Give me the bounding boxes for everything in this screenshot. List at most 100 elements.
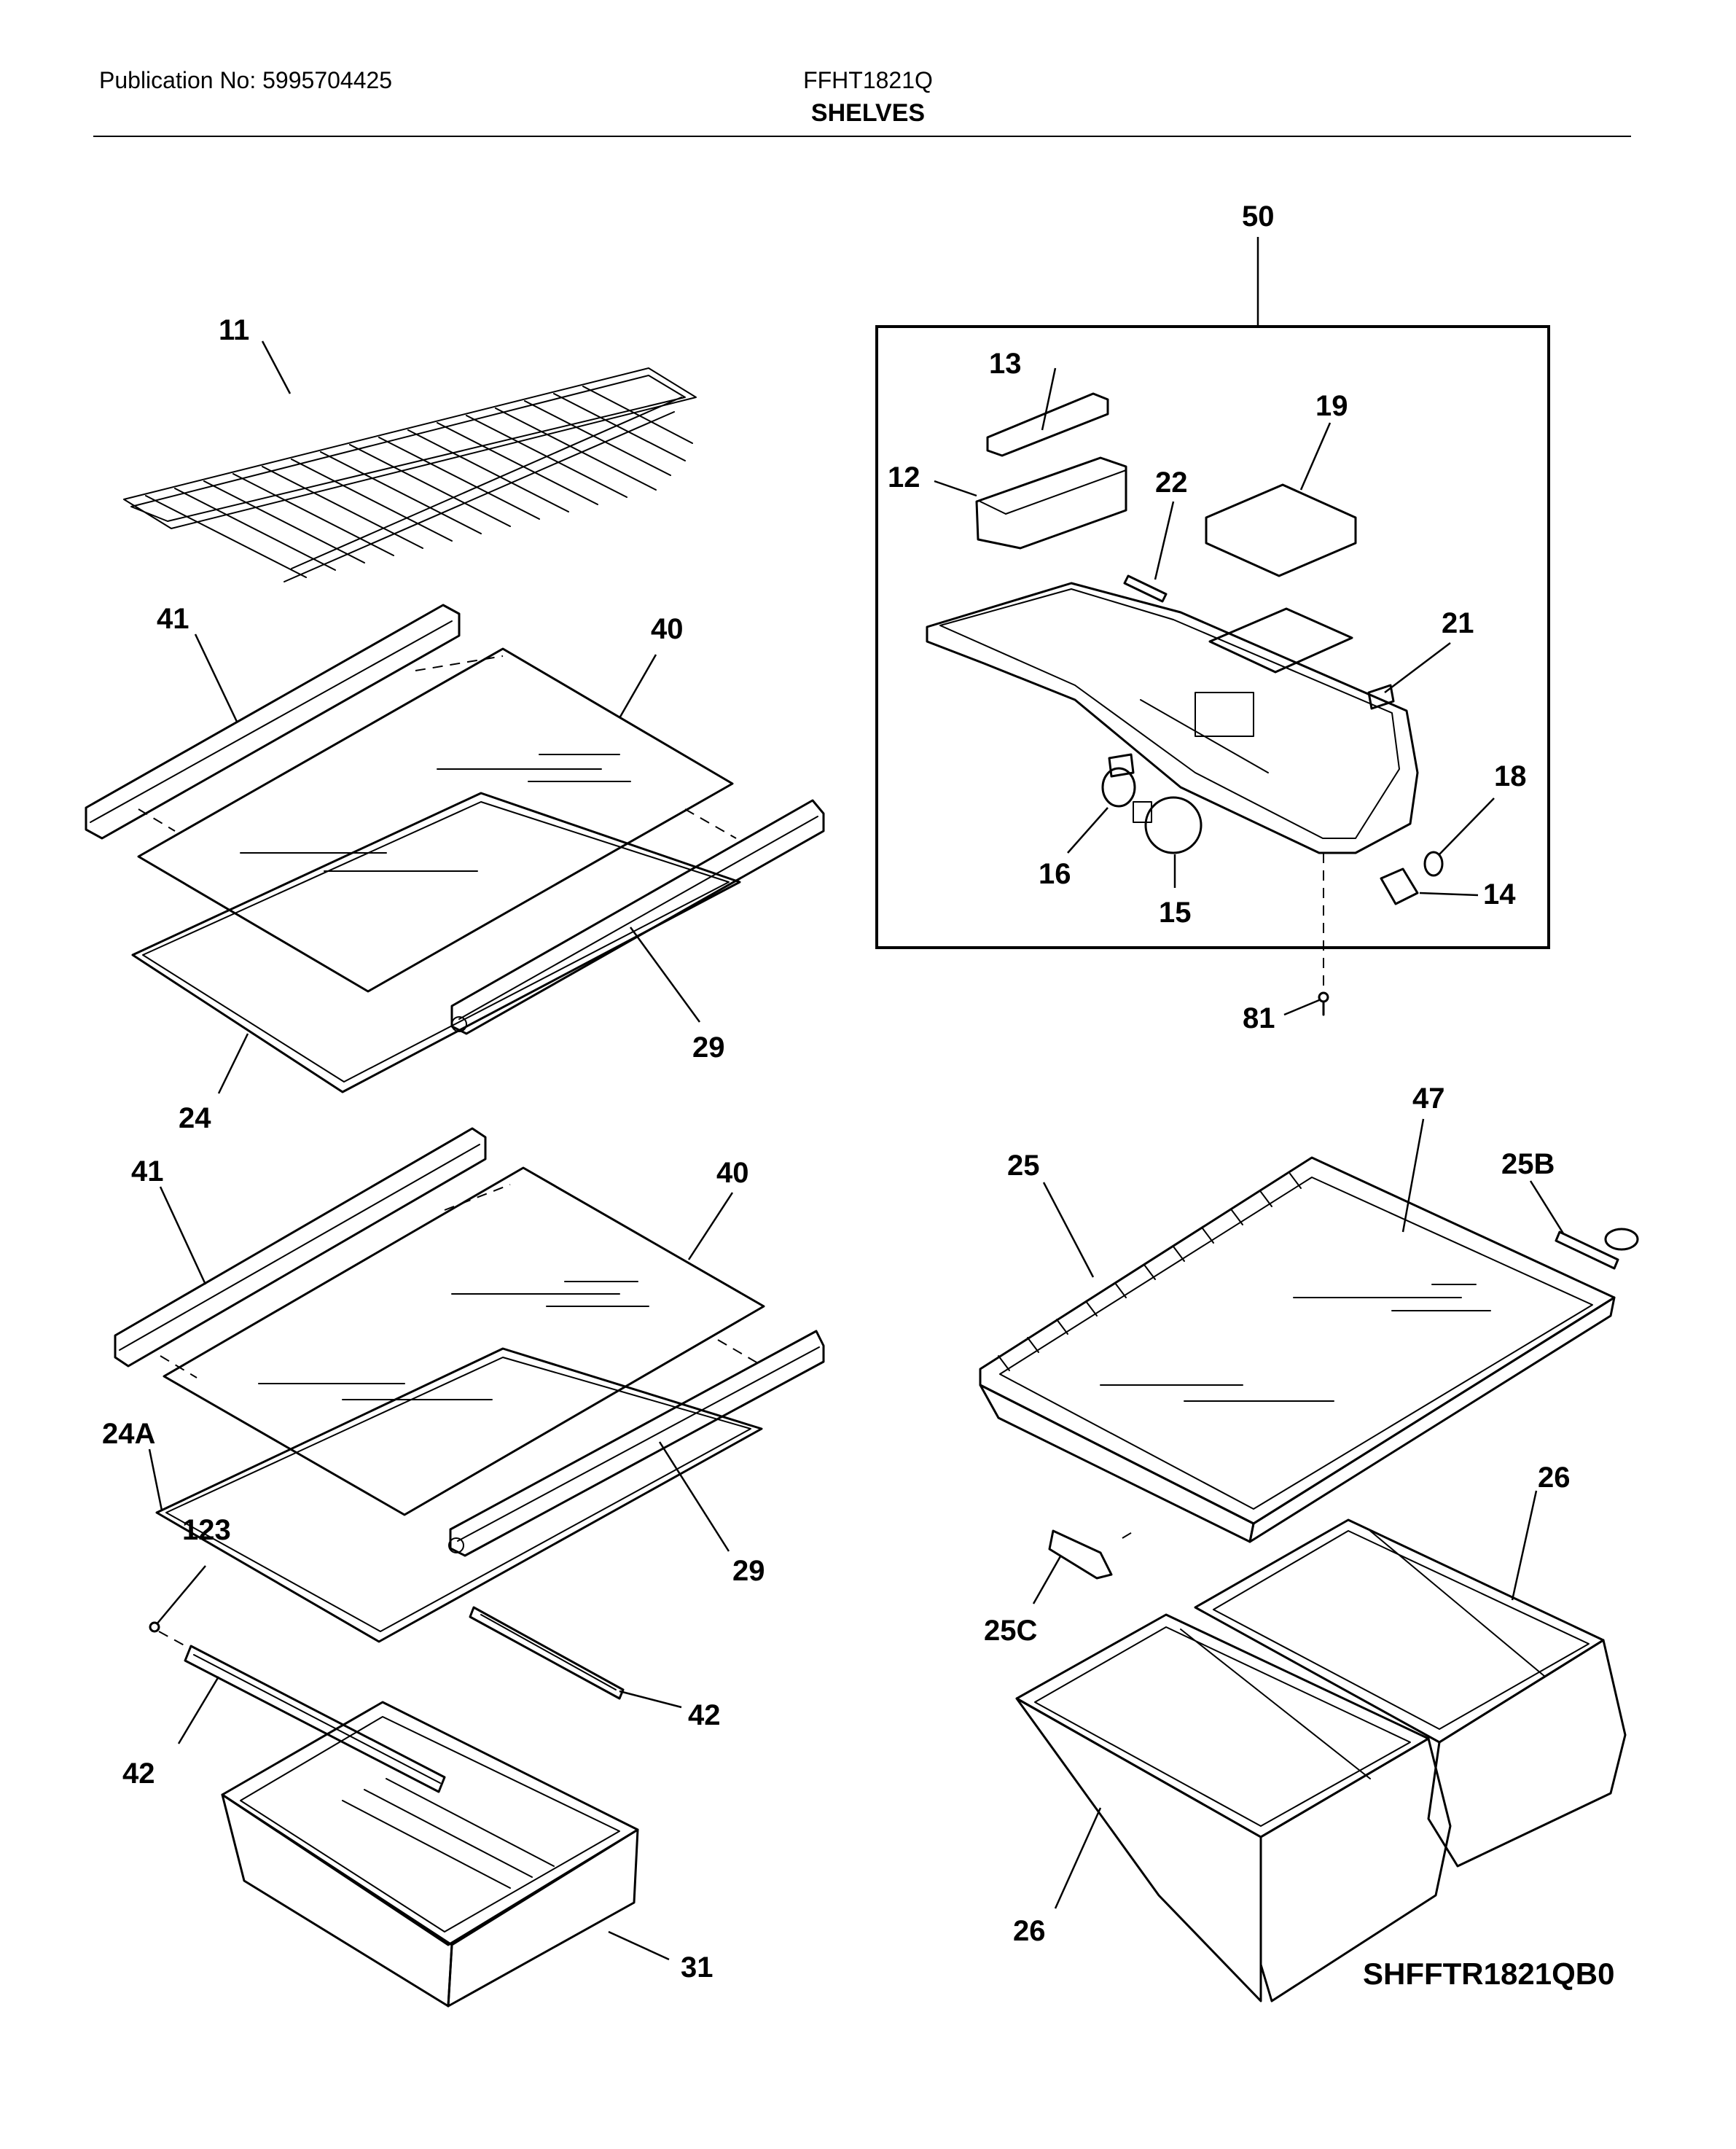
callout-18: 18 xyxy=(1494,760,1527,792)
leader-24 xyxy=(217,1033,249,1094)
rail-part-41-upper xyxy=(85,604,461,840)
shelf-frame-part-24A xyxy=(155,1347,763,1643)
leader-41b xyxy=(159,1186,207,1285)
leader-16 xyxy=(1067,807,1109,854)
shelf-frame-part-24 xyxy=(131,792,741,1093)
socket-part-16 xyxy=(1101,753,1136,808)
callout-29-upper: 29 xyxy=(692,1031,725,1064)
screw-part-123 xyxy=(149,1621,160,1633)
glass-panel-part-40-lower xyxy=(163,1166,765,1516)
leader-26-left xyxy=(1054,1807,1102,1909)
leader-31 xyxy=(608,1930,670,1961)
leader-19 xyxy=(1299,422,1332,491)
leader-42a xyxy=(619,1690,682,1709)
rail-part-29-lower xyxy=(448,1330,825,1557)
callout-26-left: 26 xyxy=(1013,1915,1046,1947)
callout-24: 24 xyxy=(179,1102,211,1134)
assembly-box-part-50 xyxy=(875,325,1550,949)
callout-25C: 25C xyxy=(984,1615,1037,1647)
callout-22: 22 xyxy=(1155,467,1188,499)
wire-shelf-part-11 xyxy=(123,367,697,582)
glass-panel-part-40-upper xyxy=(137,647,734,993)
callout-11: 11 xyxy=(219,314,249,346)
dash-upper-a xyxy=(415,655,504,671)
section-title: SHELVES xyxy=(810,99,926,127)
callout-41-lower: 41 xyxy=(131,1155,164,1187)
publication-number: Publication No: 5995704425 xyxy=(99,67,393,93)
knob-part-18 xyxy=(1423,851,1444,877)
leader-25B xyxy=(1529,1180,1565,1234)
leader-40a xyxy=(618,654,657,719)
leader-26-right xyxy=(1511,1490,1538,1601)
callout-29-lower: 29 xyxy=(732,1555,765,1587)
callout-25B: 25B xyxy=(1501,1148,1555,1180)
leader-13 xyxy=(1041,367,1057,431)
damper-part-25B xyxy=(1555,1228,1639,1270)
callout-24A: 24A xyxy=(102,1418,155,1450)
model-number: FFHT1821Q xyxy=(803,67,933,93)
leader-21 xyxy=(1384,642,1451,693)
screw-part-81 xyxy=(1318,991,1329,1016)
callout-81: 81 xyxy=(1243,1002,1275,1034)
switch-part-14 xyxy=(1380,867,1419,905)
slide-rail-part-42-left xyxy=(184,1645,446,1793)
leader-14 xyxy=(1419,892,1479,897)
leader-42b xyxy=(177,1676,220,1744)
housing-cover-part-12 xyxy=(975,456,1127,550)
leader-123 xyxy=(156,1565,206,1625)
callout-26-right: 26 xyxy=(1538,1462,1571,1494)
callout-21: 21 xyxy=(1442,607,1474,639)
leader-11 xyxy=(261,340,292,394)
callout-14: 14 xyxy=(1483,878,1516,910)
light-bulb-part-15 xyxy=(1133,796,1203,854)
callout-12: 12 xyxy=(888,461,920,494)
crisper-glass-part-47 xyxy=(999,1177,1593,1510)
pan-part-31 xyxy=(221,1701,639,2008)
drawing-code: SHFFTR1821QB0 xyxy=(1363,1957,1614,1991)
rail-part-41-lower xyxy=(114,1127,487,1368)
dash-25C xyxy=(1122,1529,1138,1539)
bracket-part-21 xyxy=(1367,684,1395,710)
callout-19: 19 xyxy=(1315,390,1348,422)
callout-40-lower: 40 xyxy=(716,1157,749,1189)
dash-upper-c xyxy=(684,808,737,839)
damper-slide-part-25C xyxy=(1048,1529,1113,1580)
control-board-part-19 xyxy=(1205,483,1357,577)
leader-47 xyxy=(1401,1118,1425,1233)
dash-lower-c xyxy=(717,1339,759,1364)
callout-13: 13 xyxy=(989,348,1022,380)
callout-15: 15 xyxy=(1159,897,1192,929)
leader-24A xyxy=(148,1448,163,1511)
leader-18 xyxy=(1439,797,1495,855)
control-board-lower xyxy=(1208,607,1353,674)
callout-16: 16 xyxy=(1039,858,1071,890)
dash-lower-d xyxy=(158,1631,192,1650)
callout-31: 31 xyxy=(681,1951,713,1984)
callout-41-upper: 41 xyxy=(157,603,189,635)
leader-25C xyxy=(1032,1556,1062,1604)
leader-41a xyxy=(194,633,238,722)
housing-body xyxy=(926,582,1419,854)
leader-29a xyxy=(629,927,701,1023)
crisper-cover-frame-part-25 xyxy=(979,1156,1616,1543)
leader-29b xyxy=(658,1441,730,1552)
leader-25 xyxy=(1042,1182,1095,1278)
callout-50: 50 xyxy=(1242,200,1275,233)
wire-part-22 xyxy=(1123,574,1168,603)
callout-40-upper: 40 xyxy=(651,613,684,645)
dash-lower-b xyxy=(160,1355,198,1378)
slide-rail-part-42-right xyxy=(469,1606,625,1700)
callout-42-right: 42 xyxy=(688,1699,721,1731)
header-rule xyxy=(93,136,1631,137)
callout-42-left: 42 xyxy=(122,1758,155,1790)
housing-handle-part-13 xyxy=(986,392,1109,457)
callout-123: 123 xyxy=(182,1514,231,1546)
leader-81 xyxy=(1283,999,1320,1016)
leader-40b xyxy=(687,1192,734,1260)
crisper-drawer-part-26-left xyxy=(1015,1613,1452,2002)
callout-47: 47 xyxy=(1412,1083,1445,1115)
leader-12 xyxy=(934,480,977,497)
rail-part-29-upper xyxy=(450,799,825,1035)
leader-22 xyxy=(1154,501,1175,580)
